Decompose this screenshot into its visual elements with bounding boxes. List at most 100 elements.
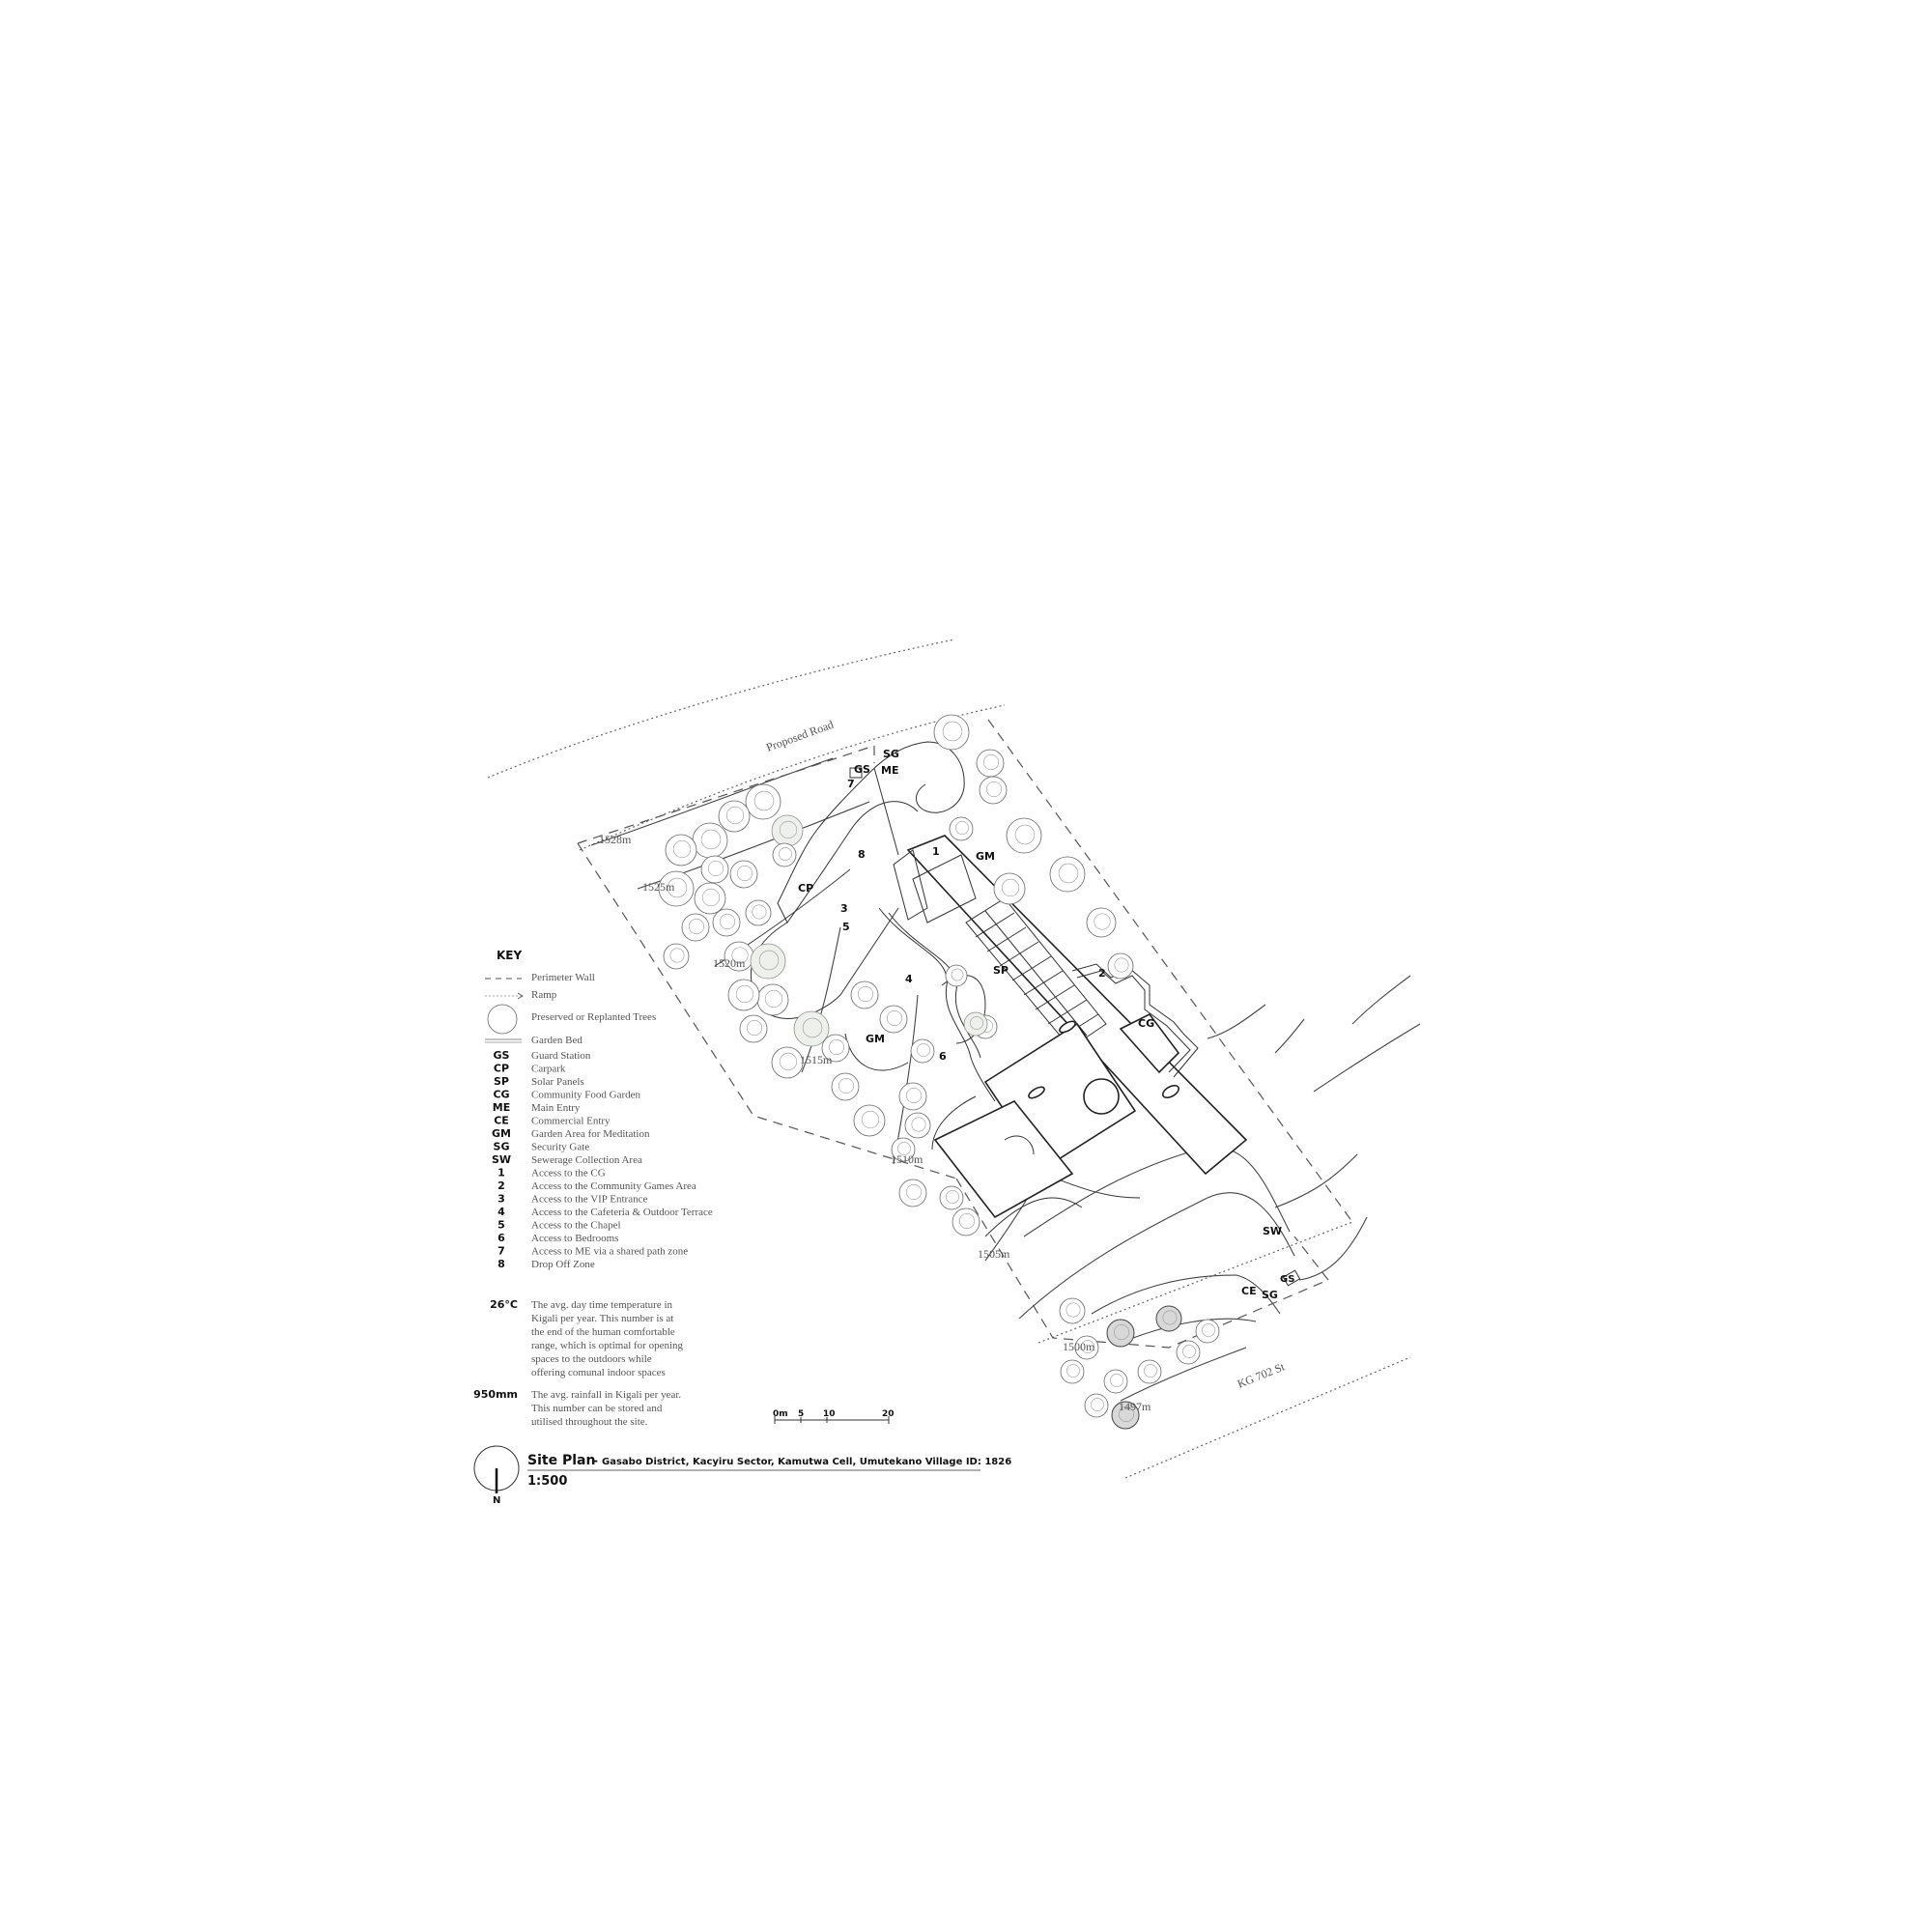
tree-icon (739, 1014, 768, 1043)
tree-icon (1195, 1319, 1220, 1344)
site-plan-subtitle: Gasabo District, Kacyiru Sector, Kamutwa… (602, 1457, 1011, 1467)
tree-canopy-detail (700, 829, 722, 850)
guard-station-bottom (1282, 1269, 1301, 1287)
tree-icon (771, 814, 804, 847)
tree-canopy-detail (828, 1039, 844, 1056)
tree-canopy-detail (838, 1078, 854, 1094)
legend-code-label: Security Gate (531, 1142, 589, 1153)
elevation-label: 1515m (800, 1053, 833, 1066)
label-sg-bottom: SG (1262, 1289, 1278, 1301)
title-separator: - (593, 1454, 598, 1467)
tree-icon (665, 834, 697, 867)
legend-code: SP (494, 1075, 509, 1088)
tree-canopy-detail (985, 781, 1002, 797)
tree-canopy-detail (1119, 1406, 1135, 1423)
tree-icon (979, 776, 1008, 805)
tree-icon (891, 1137, 916, 1162)
tree-canopy-detail (669, 948, 685, 963)
tree-icon (898, 1082, 927, 1111)
elevation-labels: 1528m 1525m 1520m 1515m 1510m 1505m 1500… (599, 833, 1151, 1413)
tree-canopy-detail (1001, 878, 1020, 897)
community-garden-building (1119, 1012, 1180, 1074)
label-5: 5 (842, 921, 850, 933)
tree-canopy-detail (951, 968, 964, 981)
tree-icon (745, 783, 781, 820)
label-6: 6 (939, 1050, 947, 1063)
kg702-road-edge-upper (1037, 1221, 1353, 1344)
stat-description-line: This number can be stored and (531, 1403, 663, 1414)
kg702-road-edge-lower (1124, 1356, 1411, 1479)
tree-icon (700, 855, 729, 884)
tree-icon (658, 870, 695, 907)
stat-value: 26°C (490, 1298, 518, 1311)
tree-canopy-detail (764, 989, 783, 1009)
label-sg-top: SG (883, 748, 899, 760)
legend-code-label: Access to the VIP Entrance (531, 1194, 647, 1206)
site-plan-title: Site Plan (527, 1453, 595, 1468)
zone-labels: GS SG ME 7 CP 8 3 5 1 GM SP 2 4 CG GM 6 … (798, 748, 1294, 1301)
tree-canopy-detail (1094, 913, 1111, 930)
tree-icon (1060, 1359, 1085, 1384)
stat-description-line: utilised throughout the site. (531, 1416, 648, 1428)
elevation-label: 1528m (599, 833, 632, 846)
tree-icon (898, 1179, 927, 1208)
kg702-road-label: KG 702 St (1236, 1359, 1287, 1390)
legend-code-label: Garden Area for Meditation (531, 1128, 650, 1140)
tree-icon (945, 964, 968, 987)
tree-icon (771, 1046, 804, 1079)
tree-canopy-detail (942, 721, 963, 742)
tree-icon (1176, 1340, 1201, 1365)
tree-canopy-detail (1202, 1323, 1215, 1337)
legend-code: GS (494, 1049, 510, 1062)
tree-canopy-detail (955, 821, 969, 835)
tree-icon (850, 980, 879, 1009)
legend-code-label: Carpark (531, 1064, 566, 1075)
legend-code-label: Solar Panels (531, 1076, 584, 1088)
tree-canopy-detail (905, 1088, 922, 1104)
legend-code-label: Drop Off Zone (531, 1259, 595, 1270)
tree-symbol-icon (487, 1004, 518, 1035)
tree-canopy-detail (779, 820, 798, 839)
tree-canopy-detail (917, 1043, 930, 1057)
tree-icon (1111, 1401, 1140, 1430)
tree-canopy-detail (1144, 1364, 1157, 1378)
tree-canopy-detail (802, 1017, 823, 1038)
label-gs-bottom: GS (1280, 1274, 1294, 1285)
legend-code-label: Access to Bedrooms (531, 1233, 618, 1244)
legend-code-label: Main Entry (531, 1102, 581, 1114)
elevation-label: 1505m (978, 1247, 1010, 1261)
tree-icon (793, 1010, 830, 1047)
tree-icon (694, 882, 726, 915)
legend-code-label: Access to the Community Games Area (531, 1180, 696, 1192)
stat-value: 950mm (473, 1388, 518, 1401)
tree-canopy-detail (667, 877, 688, 898)
tree-canopy-detail (1114, 957, 1129, 973)
tree-canopy-detail (736, 865, 753, 881)
elevation-label: 1500m (1063, 1340, 1095, 1353)
tree-icon (772, 842, 797, 867)
label-3: 3 (840, 902, 848, 915)
tree-icon (729, 860, 758, 889)
legend-code-label: Commercial Entry (531, 1116, 611, 1127)
tree-canopy-detail (1162, 1310, 1178, 1325)
tree-icon (1084, 1393, 1109, 1418)
scale-label: 20 (882, 1409, 895, 1419)
south-wing (933, 1100, 1074, 1219)
tree-canopy-detail (1066, 1364, 1080, 1378)
tree-icon (712, 908, 741, 937)
legend-code: 4 (497, 1206, 505, 1218)
tree-canopy-detail (1081, 1340, 1094, 1353)
elevation-label: 1525m (642, 880, 675, 894)
legend-code-label: Community Food Garden (531, 1090, 641, 1101)
legend-code: CE (494, 1115, 509, 1127)
tree-canopy-detail (779, 847, 792, 861)
tree-canopy-detail (1182, 1345, 1196, 1358)
tree-icon (904, 1112, 931, 1139)
legend-code: 5 (497, 1219, 505, 1232)
tree-canopy-detail (1114, 1324, 1130, 1341)
tree-canopy-detail (752, 904, 767, 920)
legend-code: CP (494, 1063, 509, 1075)
legend-code: 1 (497, 1167, 505, 1179)
tree-canopy-detail (672, 839, 692, 859)
